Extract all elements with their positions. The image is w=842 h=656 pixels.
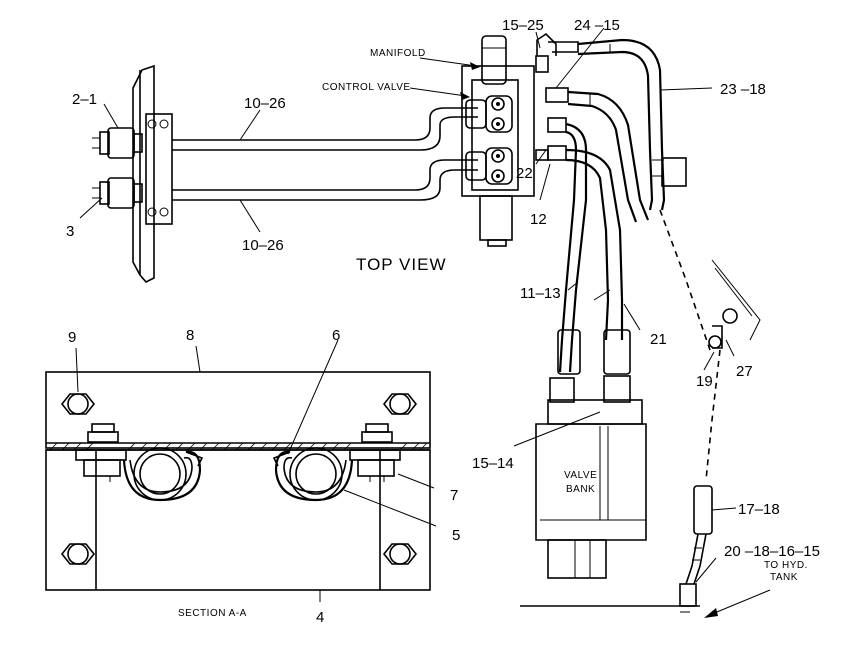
callout-11-13: 11–13	[520, 285, 561, 302]
valve-bank	[535, 375, 647, 579]
callout-27: 27	[736, 363, 753, 380]
callout-23-18: 23 –18	[720, 81, 766, 98]
hose-24-15	[567, 90, 650, 223]
callout-10-26-bottom: 10–26	[242, 237, 284, 254]
leader-lines	[75, 27, 737, 602]
callout-6: 6	[332, 327, 340, 344]
manifold	[461, 35, 569, 247]
callout-2-1: 2–1	[72, 91, 97, 108]
callout-20-18-16-15: 20 –18–16–15	[724, 543, 820, 560]
control-tubes	[172, 107, 478, 201]
arrowhead-manifold	[470, 62, 480, 70]
label-tank: TANK	[770, 572, 798, 583]
callout-24-15: 24 –15	[574, 17, 620, 34]
hex-nut-top-left	[60, 393, 96, 415]
valve-fitting-upper	[465, 95, 513, 133]
clamp-left	[122, 447, 204, 502]
valve-fitting-lower	[465, 147, 513, 185]
callout-12: 12	[530, 211, 547, 228]
callout-4: 4	[316, 609, 324, 626]
callout-22: 22	[516, 165, 533, 182]
callout-7: 7	[450, 487, 458, 504]
callout-15-25: 15–25	[502, 17, 544, 34]
arrow-to-tank	[704, 589, 771, 618]
mounting-panel	[132, 64, 173, 283]
elbow-fitting-15-25	[536, 32, 579, 56]
label-to-hyd: TO HYD.	[764, 560, 808, 571]
callout-9: 9	[68, 329, 76, 346]
hose-11-13	[557, 122, 588, 375]
switch-lower	[92, 177, 143, 209]
arrowhead-control-valve	[460, 92, 470, 100]
hose-21	[565, 148, 631, 375]
hex-nut-top-right	[382, 393, 418, 415]
plate-hatch	[49, 442, 428, 451]
label-section: SECTION A-A	[178, 608, 247, 619]
bolt-right	[349, 423, 401, 482]
clamp-right	[272, 447, 354, 502]
callout-15-14: 15–14	[472, 455, 514, 472]
drain-line	[520, 209, 761, 613]
callout-21: 21	[650, 331, 667, 348]
hex-nut-bottom-left	[60, 543, 96, 565]
label-valve-bank-2: BANK	[566, 484, 595, 495]
callout-8: 8	[186, 327, 194, 344]
callout-19: 19	[696, 373, 713, 390]
label-top-view: TOP VIEW	[356, 255, 447, 274]
callout-5: 5	[452, 527, 460, 544]
callout-17-18: 17–18	[738, 501, 780, 518]
label-valve-bank-1: VALVE	[564, 470, 597, 481]
label-control-valve: CONTROL VALVE	[322, 82, 411, 93]
callout-10-26-top: 10–26	[244, 95, 286, 112]
callout-3: 3	[66, 223, 74, 240]
bolt-left	[75, 423, 127, 482]
switch-upper	[92, 127, 143, 159]
label-manifold: MANIFOLD	[370, 48, 426, 59]
section-a-a	[45, 371, 431, 591]
hose-23-18	[577, 38, 687, 211]
hex-nut-bottom-right	[382, 543, 418, 565]
